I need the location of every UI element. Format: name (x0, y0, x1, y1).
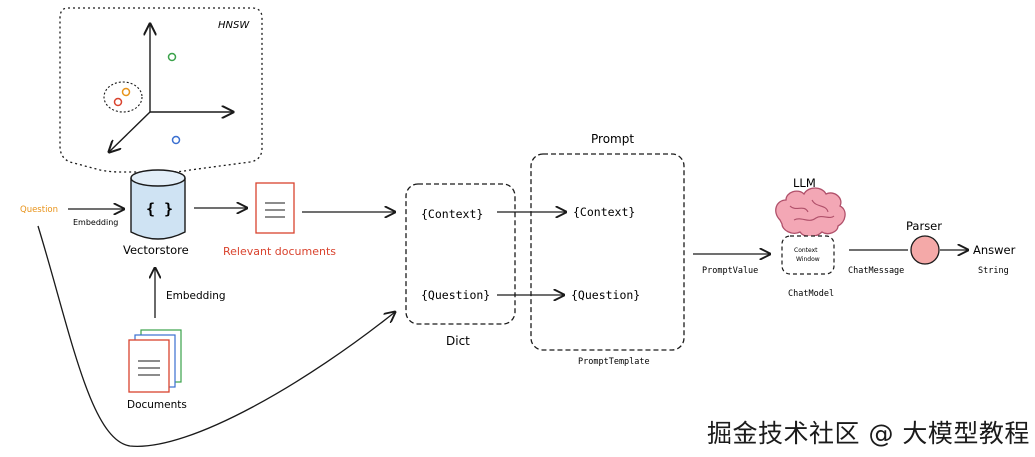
parser-title: Parser (906, 219, 942, 233)
watermark: 掘金技术社区 @ 大模型教程 (707, 419, 1030, 448)
prompt-box (530, 153, 685, 351)
dict-label: Dict (446, 334, 470, 348)
dict-context: {Context} (421, 207, 483, 221)
documents-label: Documents (127, 399, 187, 411)
answer-label: Answer (973, 243, 1016, 257)
prompt-question: {Question} (571, 288, 640, 302)
vectorstore-label: Vectorstore (123, 243, 189, 257)
documents-stack-icon (128, 329, 182, 393)
hnsw-title: HNSW (218, 20, 250, 31)
hnsw-cluster (103, 81, 143, 113)
prompt-title: Prompt (591, 132, 634, 146)
question-label: Question (20, 205, 58, 215)
context-window-box (781, 235, 835, 275)
vectorstore-braces-icon: { } (146, 200, 173, 218)
embedding-mid-label: Embedding (166, 290, 226, 302)
relevant-document-icon (255, 182, 295, 234)
hnsw-z-axis (109, 111, 151, 152)
hnsw-point-red (113, 97, 123, 107)
chat-message-label: ChatMessage (848, 266, 904, 276)
context-window-line1: Context (794, 247, 818, 254)
relevant-documents-label: Relevant documents (223, 245, 336, 258)
hnsw-point-orange (121, 87, 131, 97)
vectorstore: { } (130, 169, 186, 240)
prompt-context: {Context} (573, 205, 635, 219)
hnsw-panel: HNSW (59, 7, 263, 173)
llm-title: LLM (793, 176, 816, 190)
dict-box (405, 183, 516, 325)
hnsw-point-blue (171, 135, 181, 145)
hnsw-point-green (167, 52, 177, 62)
prompt-footer: PromptTemplate (578, 357, 650, 367)
context-window-line2: Window (796, 256, 820, 263)
parser-node (910, 235, 940, 265)
question-to-dict-curve (37, 225, 395, 447)
answer-type: String (978, 266, 1009, 276)
brain-icon (775, 187, 846, 238)
prompt-value-label: PromptValue (702, 266, 758, 276)
llm-footer: ChatModel (788, 289, 834, 299)
dict-question: {Question} (421, 288, 490, 302)
embedding-top-label: Embedding (73, 218, 118, 227)
